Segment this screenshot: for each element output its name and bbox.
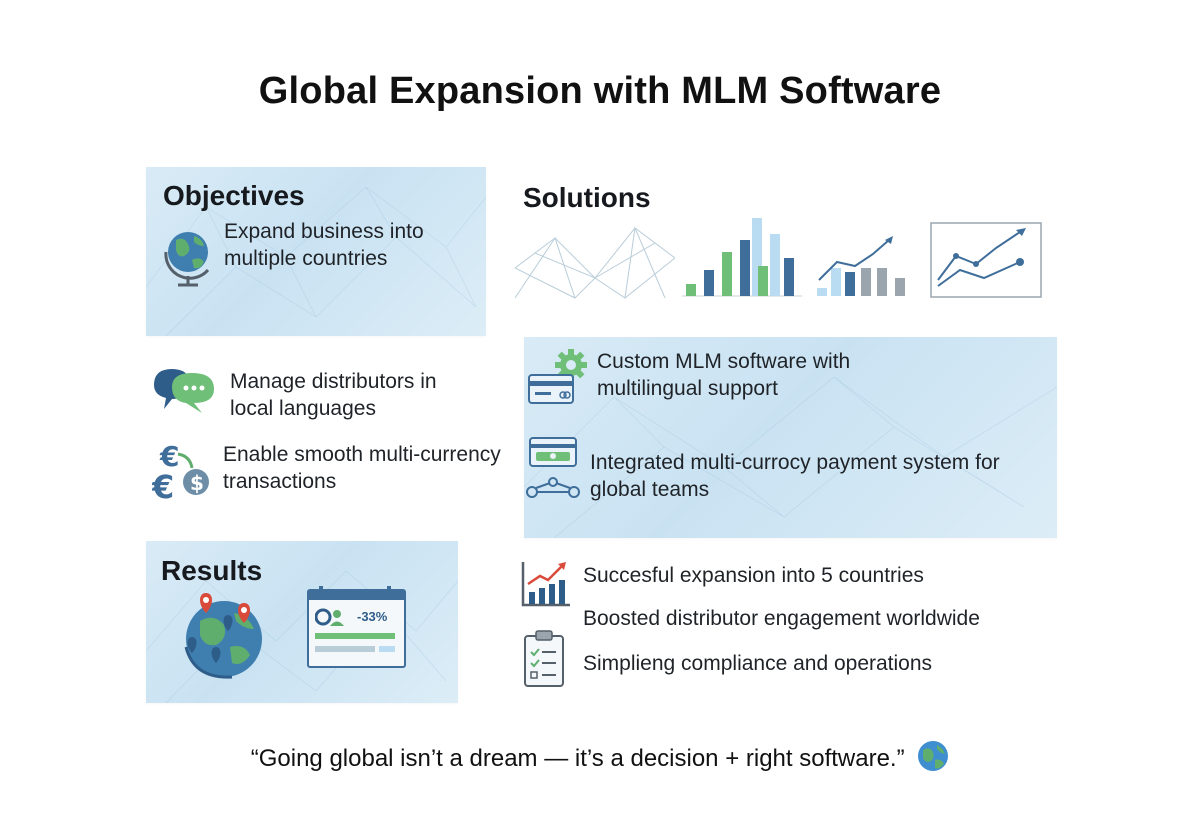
clipboard-checklist-icon <box>524 630 564 687</box>
objectives-heading: Objectives <box>163 180 305 211</box>
currency-exchange-icon: € € $ <box>152 440 209 502</box>
svg-text:$: $ <box>190 471 204 495</box>
globe-icon <box>164 232 210 287</box>
quote-text: “Going global isn’t a dream — it’s a dec… <box>250 745 905 772</box>
mesh-graphic-icon <box>515 226 675 299</box>
dashboard-badge: -33% <box>357 609 388 624</box>
page-title: Global Expansion with MLM Software <box>258 70 942 112</box>
payment-network-icon <box>526 437 580 498</box>
results-heading: Results <box>161 555 263 586</box>
svg-text:€: € <box>152 468 174 502</box>
user-avatar-icon <box>315 608 344 626</box>
growth-chart-icon <box>521 562 570 607</box>
gear-card-icon <box>528 349 587 404</box>
solutions-heading: Solutions <box>523 182 651 213</box>
dashboard-card: -33% <box>307 586 406 668</box>
svg-text:€: € <box>159 440 179 473</box>
solutions-panel <box>524 337 1057 538</box>
earth-globe-emoji <box>918 741 949 771</box>
chat-bubbles-icon <box>154 369 214 413</box>
closing-quote: “Going global isn’t a dream — it’s a dec… <box>0 740 1200 773</box>
result-item-compliance: Simplieng compliance and operations <box>583 652 933 675</box>
growth-bars-icon <box>817 236 905 296</box>
objective-item-currency: Enable smooth multi-currency transaction… <box>223 443 501 493</box>
solution-item-payment-system: Integrated multi-currocy payment system … <box>590 451 1000 501</box>
globe-pins-icon <box>184 593 262 679</box>
objective-item-languages: Manage distributors in local languages <box>230 370 437 420</box>
line-chart-icon <box>930 222 1042 298</box>
result-item-expansion: Succesful expansion into 5 countries <box>583 564 924 587</box>
bar-chart-icon <box>682 218 802 297</box>
objective-item-expand: Expand business into multiple countries <box>224 220 424 270</box>
result-item-engagement: Boosted distributor engagement worldwide <box>583 607 980 630</box>
solution-item-custom-software: Custom MLM software with multilingual su… <box>597 350 851 400</box>
